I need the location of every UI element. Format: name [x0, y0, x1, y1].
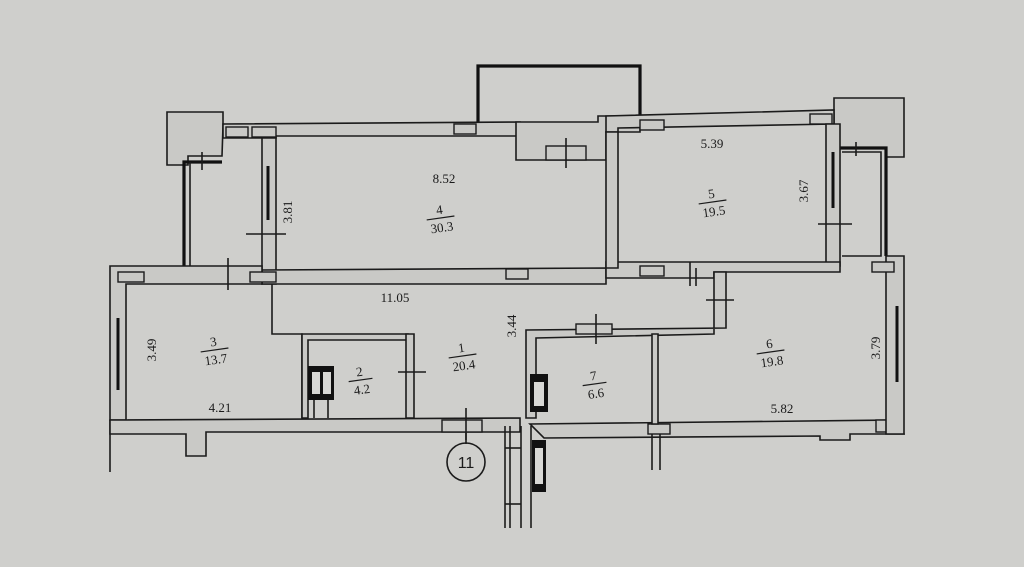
room-number: 4	[435, 202, 444, 218]
dim-corridor-length: 11.05	[381, 290, 410, 305]
room-6-label: 6 19.8	[756, 336, 785, 370]
room-area: 20.4	[452, 356, 477, 374]
room-3-label: 3 13.7	[200, 334, 229, 368]
left-loggia	[166, 111, 224, 266]
room-area: 6.6	[587, 385, 606, 402]
dim-room3-depth: 3.49	[144, 339, 159, 362]
room-number: 2	[355, 364, 364, 380]
ventilation-shaft-bathroom	[308, 366, 334, 418]
room-number: 7	[589, 368, 598, 384]
dim-room4-depth: 3.81	[280, 201, 295, 224]
axis-marker-label: 11	[458, 455, 475, 472]
stair-shaft	[504, 426, 546, 528]
room-area: 19.5	[702, 202, 727, 220]
room-2-label: 2 4.2	[348, 364, 373, 398]
room-area: 13.7	[204, 350, 229, 368]
room-5-label: 5 19.5	[698, 186, 727, 220]
room-7-label: 7 6.6	[582, 368, 607, 402]
room-number: 5	[707, 186, 716, 202]
room-1-label: 1 20.4	[448, 340, 477, 374]
dimension-labels: 8.52 3.81 5.39 3.67 11.05 3.44 3.49 4.21…	[144, 136, 883, 416]
top-balcony	[476, 64, 642, 122]
right-loggia	[833, 97, 905, 257]
dim-room4-width: 8.52	[433, 171, 456, 186]
room-area: 19.8	[760, 352, 785, 370]
room-area: 4.2	[353, 381, 371, 398]
room-number: 3	[209, 334, 218, 350]
exterior-walls	[109, 109, 906, 472]
dim-room6-width: 5.82	[771, 401, 794, 416]
room-4-label: 4 30.3	[426, 202, 455, 236]
dim-corridor-depth: 3.44	[504, 314, 519, 337]
room-number: 6	[765, 336, 774, 352]
dim-room5-width: 5.39	[701, 136, 724, 151]
ventilation-shaft-room7	[530, 374, 548, 412]
room-area: 30.3	[430, 218, 455, 236]
dim-room6-depth: 3.79	[868, 337, 883, 360]
axis-marker: 11	[446, 432, 486, 482]
dim-room3-width: 4.21	[209, 400, 232, 415]
dim-room5-depth: 3.67	[796, 179, 811, 202]
room-number: 1	[457, 340, 466, 356]
